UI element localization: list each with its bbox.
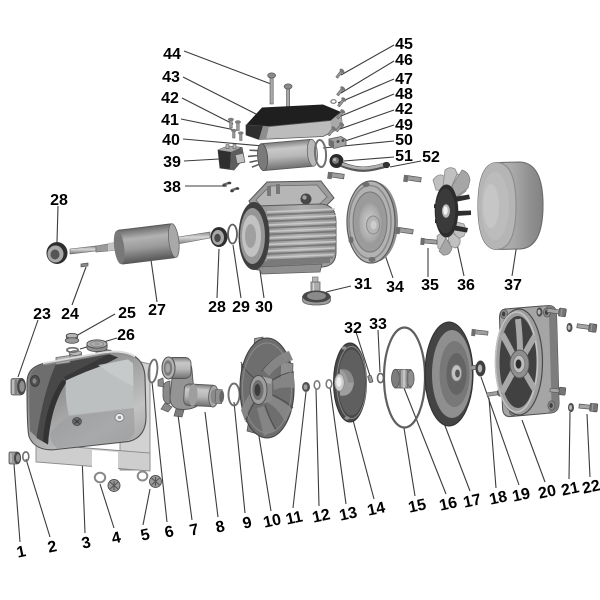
svg-text:46: 46 xyxy=(395,52,413,69)
svg-text:40: 40 xyxy=(162,132,180,149)
svg-text:12: 12 xyxy=(311,506,332,526)
svg-text:39: 39 xyxy=(163,154,181,171)
svg-text:28: 28 xyxy=(50,192,68,209)
svg-text:7: 7 xyxy=(188,521,200,539)
svg-text:6: 6 xyxy=(163,523,175,541)
svg-text:13: 13 xyxy=(338,504,359,524)
svg-text:20: 20 xyxy=(537,482,558,502)
svg-text:25: 25 xyxy=(118,305,136,322)
svg-text:27: 27 xyxy=(148,302,166,319)
svg-text:45: 45 xyxy=(395,36,413,53)
svg-text:15: 15 xyxy=(407,496,428,516)
svg-text:31: 31 xyxy=(354,276,372,293)
svg-text:2: 2 xyxy=(46,538,58,556)
svg-text:36: 36 xyxy=(457,277,475,294)
svg-text:52: 52 xyxy=(422,149,440,166)
svg-text:14: 14 xyxy=(366,499,387,519)
svg-text:48: 48 xyxy=(395,86,413,103)
svg-text:23: 23 xyxy=(33,306,51,323)
svg-text:42: 42 xyxy=(161,90,179,107)
svg-text:42: 42 xyxy=(395,101,413,118)
svg-text:41: 41 xyxy=(161,112,179,129)
svg-text:47: 47 xyxy=(395,71,413,88)
svg-text:10: 10 xyxy=(262,511,283,531)
svg-text:51: 51 xyxy=(395,148,413,165)
svg-text:38: 38 xyxy=(163,179,181,196)
svg-text:21: 21 xyxy=(560,479,581,499)
svg-text:44: 44 xyxy=(163,46,181,63)
svg-text:37: 37 xyxy=(504,277,522,294)
svg-text:30: 30 xyxy=(255,299,273,316)
svg-text:8: 8 xyxy=(214,518,226,536)
svg-text:33: 33 xyxy=(369,316,387,333)
svg-text:29: 29 xyxy=(232,299,250,316)
svg-text:18: 18 xyxy=(488,488,509,508)
svg-text:1: 1 xyxy=(15,543,27,561)
svg-text:22: 22 xyxy=(581,477,600,497)
svg-text:16: 16 xyxy=(438,494,459,514)
svg-text:19: 19 xyxy=(511,485,532,505)
svg-text:5: 5 xyxy=(139,526,151,544)
svg-text:11: 11 xyxy=(284,508,304,528)
svg-text:4: 4 xyxy=(110,529,122,547)
svg-text:35: 35 xyxy=(421,277,439,294)
svg-text:3: 3 xyxy=(80,534,92,552)
svg-text:24: 24 xyxy=(61,306,79,323)
svg-text:26: 26 xyxy=(117,327,135,344)
svg-text:28: 28 xyxy=(208,299,226,316)
svg-text:9: 9 xyxy=(241,514,253,532)
svg-text:34: 34 xyxy=(386,279,404,296)
svg-text:32: 32 xyxy=(344,320,362,337)
svg-text:43: 43 xyxy=(162,69,180,86)
svg-text:17: 17 xyxy=(462,491,483,511)
svg-text:49: 49 xyxy=(395,117,413,134)
svg-text:50: 50 xyxy=(395,132,413,149)
